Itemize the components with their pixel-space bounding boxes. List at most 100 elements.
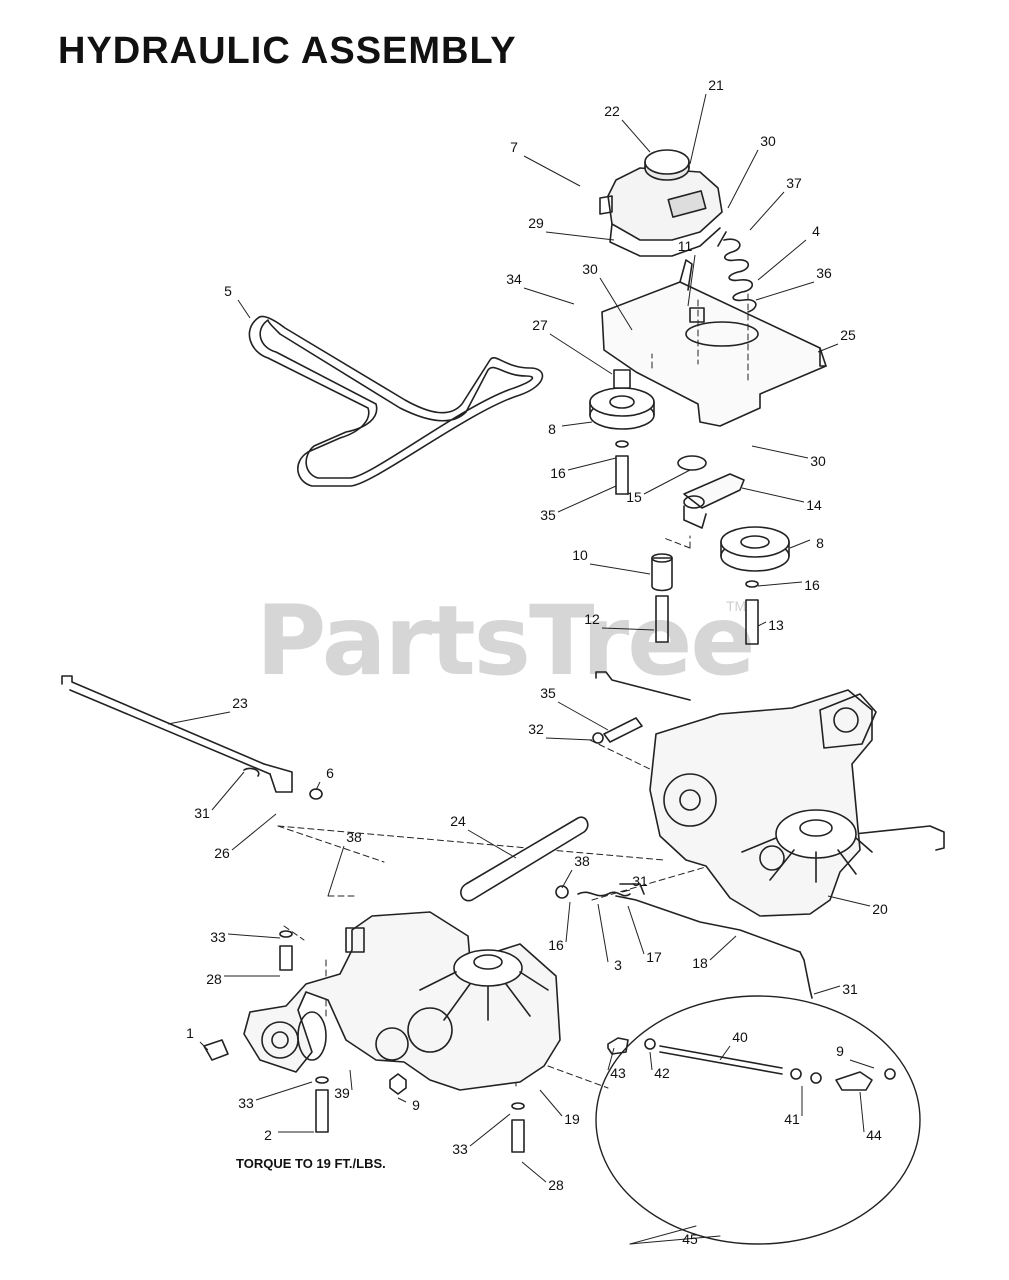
callout-26: 26: [214, 845, 230, 861]
callout-leader-44: [859, 1091, 865, 1133]
cross-shaft: [460, 816, 589, 902]
callout-28: 28: [206, 971, 222, 987]
callout-leader-11: [687, 254, 696, 307]
callout-10: 10: [572, 547, 588, 563]
callout-leader-43: [607, 1047, 615, 1071]
callout-leader-10: [589, 563, 651, 575]
callout-leader-14: [741, 487, 805, 503]
callout-leader-38: [327, 845, 345, 897]
callout-leader-31: [813, 985, 841, 995]
callout-leader-31: [211, 771, 245, 811]
callout-9: 9: [412, 1097, 420, 1113]
callout-leader-30: [599, 277, 633, 331]
callout-leader-33: [255, 1081, 313, 1101]
callout-4: 4: [812, 223, 820, 239]
callout-6: 6: [326, 765, 334, 781]
callout-36: 36: [816, 265, 832, 281]
callout-leader-20: [827, 895, 871, 907]
callout-20: 20: [872, 901, 888, 917]
callout-35: 35: [540, 507, 556, 523]
callout-12: 12: [584, 611, 600, 627]
drive-belt: [248, 315, 544, 487]
callout-leader-16: [757, 581, 803, 587]
detail-callout-ellipse: [595, 995, 921, 1245]
callout-leader-6: [315, 781, 321, 791]
callout-28: 28: [548, 1177, 564, 1193]
callout-leader-37: [749, 191, 785, 231]
callout-38: 38: [346, 829, 362, 845]
callout-leader-19: [539, 1089, 563, 1117]
callout-2: 2: [264, 1127, 272, 1143]
callout-11: 11: [678, 238, 693, 254]
bolt-35-lower: [592, 717, 643, 744]
callout-leader-32: [545, 737, 593, 741]
callout-leader-40: [719, 1045, 731, 1061]
callout-1: 1: [186, 1025, 194, 1041]
callout-30: 30: [582, 261, 598, 277]
callout-leader-3: [597, 903, 609, 963]
callout-37: 37: [786, 175, 802, 191]
callout-3: 3: [614, 957, 622, 973]
callout-leader-8: [561, 421, 593, 427]
callout-33: 33: [452, 1141, 468, 1157]
callout-30: 30: [760, 133, 776, 149]
watermark-trademark: TM: [726, 598, 747, 614]
reservoir-tank: [599, 149, 723, 257]
callout-40: 40: [732, 1029, 748, 1045]
callout-leader-9: [397, 1097, 407, 1103]
idler-bracket: [601, 259, 827, 427]
callout-22: 22: [604, 103, 620, 119]
nut-9: [389, 1073, 407, 1095]
watermark: PartsTree: [256, 585, 755, 697]
callout-leader-7: [523, 155, 581, 187]
callout-5: 5: [224, 283, 232, 299]
callout-21: 21: [708, 77, 724, 93]
callout-30: 30: [810, 453, 826, 469]
callout-27: 27: [532, 317, 548, 333]
callout-29: 29: [528, 215, 544, 231]
callout-45: 45: [682, 1231, 698, 1247]
callout-8: 8: [816, 535, 824, 551]
torque-note: TORQUE TO 19 FT./LBS.: [236, 1156, 386, 1171]
callout-leader-21: [689, 93, 707, 165]
callout-35: 35: [540, 685, 556, 701]
callout-33: 33: [210, 929, 226, 945]
callout-leader-42: [649, 1051, 653, 1071]
callout-leader-35: [557, 485, 617, 513]
callout-44: 44: [866, 1127, 882, 1143]
callout-leader-15: [643, 469, 691, 495]
callout-leader-9: [849, 1059, 875, 1069]
callout-leader-34: [523, 287, 575, 305]
callout-17: 17: [646, 949, 662, 965]
callout-16: 16: [548, 937, 564, 953]
callout-leader-27: [549, 333, 613, 375]
bolt-2: [315, 1076, 329, 1133]
callout-15: 15: [626, 489, 642, 505]
callout-leader-33: [469, 1113, 511, 1147]
callout-leader-31: [621, 889, 631, 893]
callout-31: 31: [842, 981, 858, 997]
callout-25: 25: [840, 327, 856, 343]
callout-18: 18: [692, 955, 708, 971]
callout-leader-25: [817, 343, 839, 353]
callout-leader-30: [751, 445, 809, 459]
callout-leader-23: [167, 711, 231, 725]
transmission-right: [649, 689, 877, 917]
callout-leader-5: [237, 299, 251, 319]
callout-24: 24: [450, 813, 466, 829]
callout-leader-22: [621, 119, 651, 153]
callout-23: 23: [232, 695, 248, 711]
callout-leader-35: [557, 701, 609, 731]
transmission-left: [203, 911, 561, 1091]
callout-leader-16: [565, 901, 571, 943]
bolt-28-upper: [279, 930, 293, 971]
callout-leader-28: [521, 1161, 547, 1183]
callout-leader-13: [757, 621, 767, 627]
callout-16: 16: [550, 465, 566, 481]
callout-9: 9: [836, 1043, 844, 1059]
callout-8: 8: [548, 421, 556, 437]
control-rod-left: [61, 675, 323, 800]
callout-39: 39: [334, 1085, 350, 1101]
callout-leader-36: [755, 281, 815, 301]
